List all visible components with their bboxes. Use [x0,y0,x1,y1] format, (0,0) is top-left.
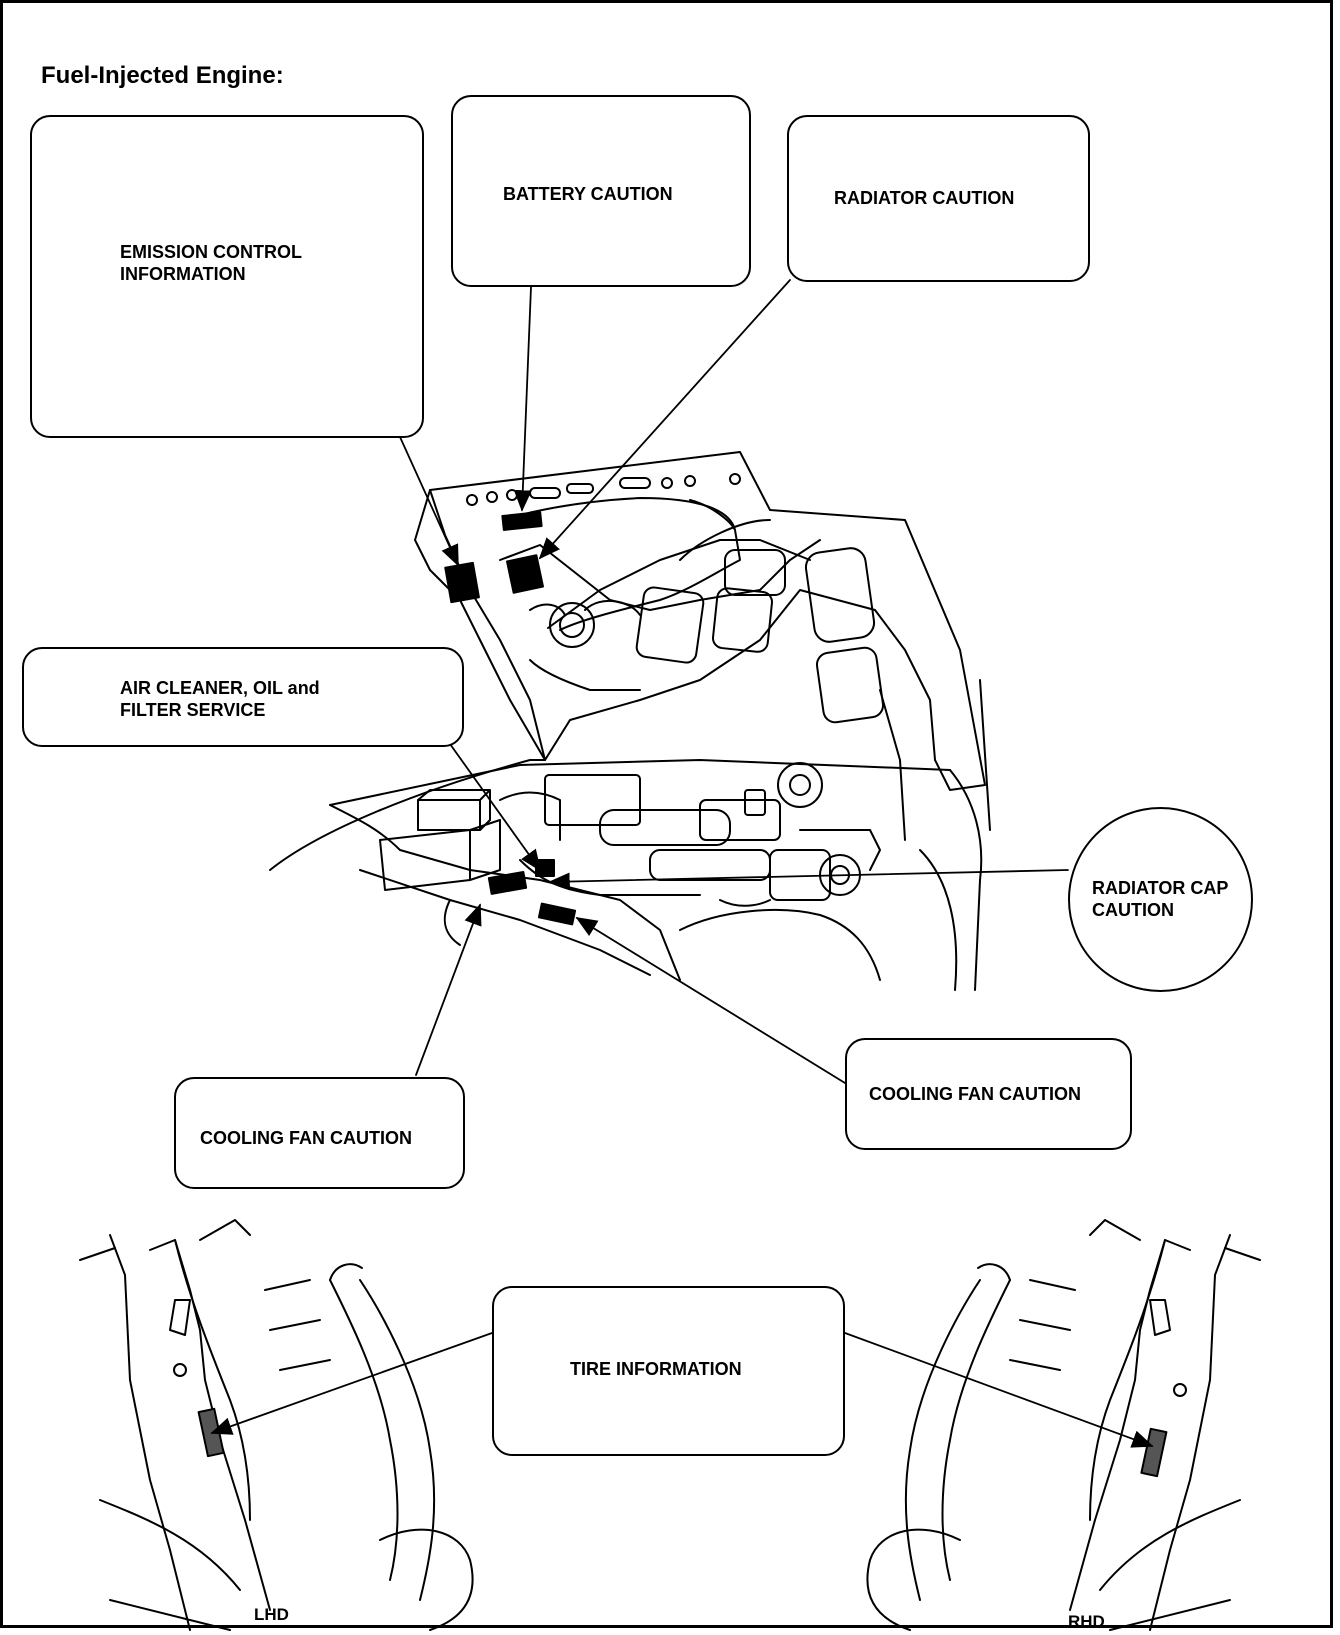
emission-control-label: EMISSION CONTROL INFORMATION [120,241,302,285]
radiator-caution-label: RADIATOR CAUTION [834,187,1014,209]
tire-information-callout: TIRE INFORMATION [492,1286,845,1456]
air-cleaner-callout: AIR CLEANER, OIL and FILTER SERVICE [22,647,464,747]
hood-drawing [415,452,990,830]
cooling-fan-caution-left-callout: COOLING FAN CAUTION [174,1077,465,1189]
lhd-label: LHD [254,1605,289,1625]
cooling-fan-caution-right-callout: COOLING FAN CAUTION [845,1038,1132,1150]
emission-control-callout: EMISSION CONTROL INFORMATION [30,115,424,438]
cooling-fan-caution-right-label: COOLING FAN CAUTION [869,1083,1081,1105]
tire-information-label: TIRE INFORMATION [570,1358,742,1380]
air-cleaner-label: AIR CLEANER, OIL and FILTER SERVICE [120,677,320,721]
battery-caution-callout: BATTERY CAUTION [451,95,751,287]
battery-caution-label: BATTERY CAUTION [503,183,673,205]
lhd-door-drawing [80,1220,473,1630]
rhd-door-drawing [867,1220,1260,1630]
leader-arrows [212,280,1152,1446]
radiator-caution-callout: RADIATOR CAUTION [787,115,1090,282]
cooling-fan-caution-left-label: COOLING FAN CAUTION [200,1127,412,1149]
rhd-label: RHD [1068,1612,1105,1632]
radiator-cap-callout: RADIATOR CAP CAUTION [1068,807,1253,992]
radiator-cap-label: RADIATOR CAP CAUTION [1092,877,1228,921]
